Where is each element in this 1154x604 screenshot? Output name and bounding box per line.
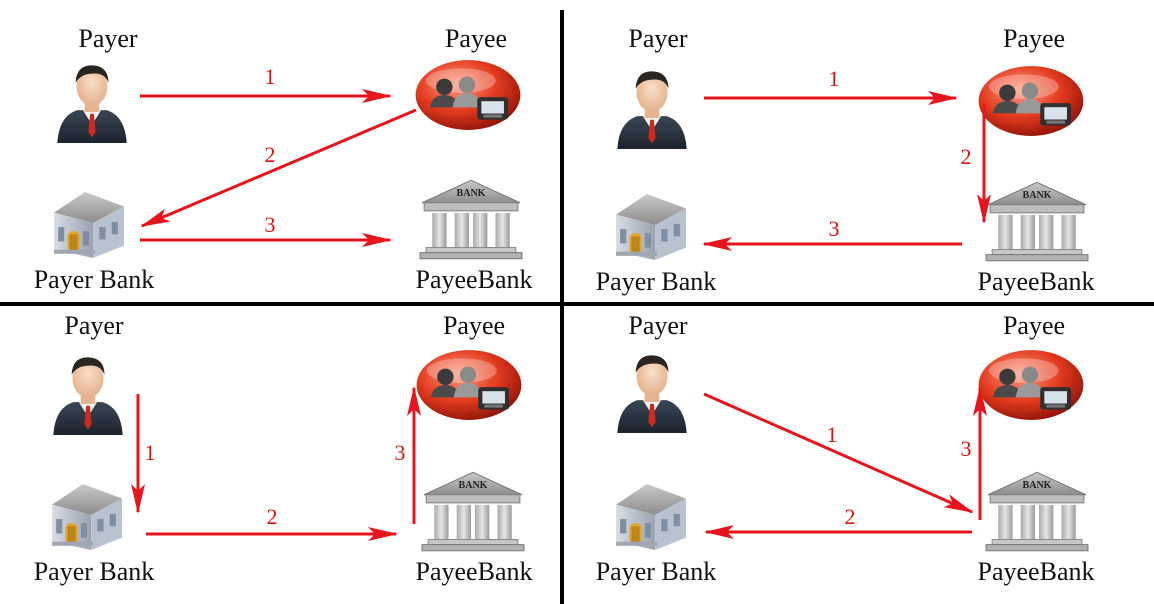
bank-sign-text: BANK <box>1023 190 1052 201</box>
bank-sign-text: BANK <box>459 480 488 491</box>
businessman-icon <box>53 357 123 435</box>
flow-step-number: 1 <box>265 64 276 89</box>
bank-sign-text: BANK <box>457 188 486 199</box>
panel-top-left: Payer Payee Payer Bank BANK PayeeBank 1 … <box>34 24 533 294</box>
payee-bank-label: PayeeBank <box>416 265 533 294</box>
payer-bank-label: Payer Bank <box>596 557 717 586</box>
flow-arrow <box>703 392 974 514</box>
payee-terminal-icon <box>416 350 522 420</box>
small-bank-building-icon <box>54 192 125 258</box>
payer-bank-label: Payer Bank <box>34 265 155 294</box>
payee-terminal-icon <box>978 350 1084 420</box>
flow-step-number: 1 <box>827 422 838 447</box>
small-bank-building-icon <box>616 194 687 260</box>
flow-step-number: 1 <box>829 66 840 91</box>
payer-label: Payer <box>78 24 138 53</box>
businessman-icon <box>57 65 127 143</box>
panel-top-right: Payer Payee Payer Bank BANK PayeeBank 1 … <box>596 24 1095 296</box>
flow-step-number: 2 <box>267 504 278 529</box>
payee-bank-label: PayeeBank <box>978 557 1095 586</box>
small-bank-building-icon <box>52 484 123 550</box>
payer-label: Payer <box>628 24 688 53</box>
payee-label: Payee <box>443 311 505 340</box>
flow-step-number: 1 <box>145 440 156 465</box>
flow-step-number: 2 <box>265 142 276 167</box>
flow-arrow <box>140 108 417 228</box>
businessman-icon <box>617 71 687 149</box>
payee-terminal-icon <box>415 60 521 130</box>
panel-bottom-right: Payer Payee Payer Bank BANK PayeeBank 1 … <box>596 311 1095 586</box>
businessman-icon <box>617 355 687 433</box>
flow-step-number: 2 <box>961 144 972 169</box>
panel-bottom-left: Payer Payee Payer Bank BANK PayeeBank 1 … <box>34 311 533 586</box>
payee-label: Payee <box>1003 24 1065 53</box>
payee-label: Payee <box>1003 311 1065 340</box>
small-bank-building-icon <box>616 484 687 550</box>
flow-step-number: 3 <box>395 440 406 465</box>
flow-step-number: 3 <box>265 212 276 237</box>
flow-step-number: 3 <box>829 216 840 241</box>
payer-label: Payer <box>64 311 124 340</box>
payee-bank-label: PayeeBank <box>416 557 533 586</box>
payer-bank-label: Payer Bank <box>34 557 155 586</box>
payee-terminal-icon <box>978 66 1084 136</box>
bank-sign-text: BANK <box>1023 480 1052 491</box>
payer-label: Payer <box>628 311 688 340</box>
payee-bank-label: PayeeBank <box>978 267 1095 296</box>
payer-bank-label: Payer Bank <box>596 267 717 296</box>
flow-step-number: 3 <box>961 436 972 461</box>
flow-step-number: 2 <box>845 504 856 529</box>
payee-label: Payee <box>445 24 507 53</box>
